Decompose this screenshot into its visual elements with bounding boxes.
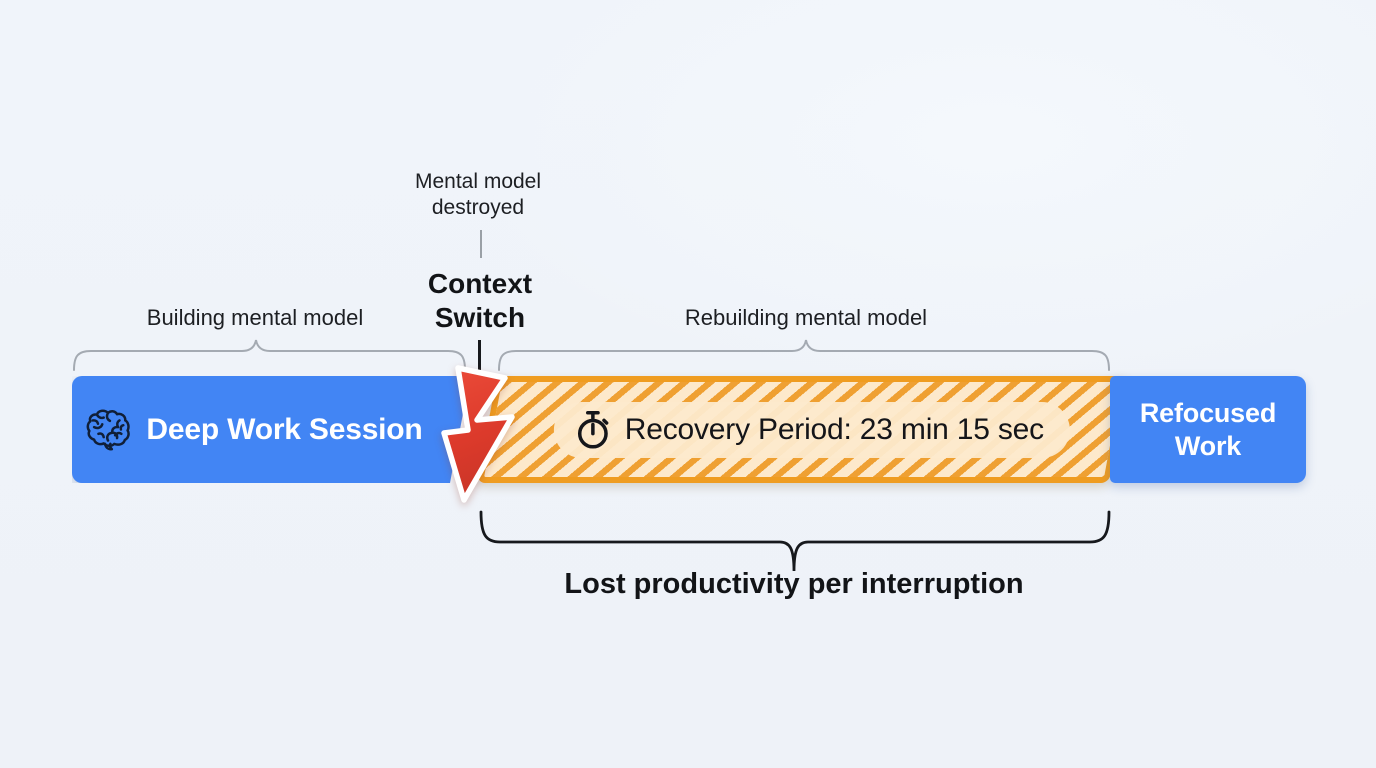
annotation-mental-model-destroyed: Mental model destroyed [414,170,542,219]
bar-refocused-label: Refocused Work [1139,397,1277,461]
stopwatch-icon [577,410,609,449]
bar-deep-work-label: Deep Work Session [146,412,423,446]
connector-line-mental-model [480,230,482,258]
connector-line-context-switch [478,340,481,372]
brain-icon [85,408,131,452]
label-building-mental-model: Building mental model [146,305,364,330]
lightning-bolt-icon [441,365,515,503]
brace-building-mental-model [73,339,466,371]
label-lost-productivity: Lost productivity per interruption [564,568,1024,600]
brace-rebuilding-mental-model [498,339,1110,371]
recovery-pill: Recovery Period: 23 min 15 sec [553,401,1070,458]
recovery-content: Recovery Period: 23 min 15 sec [502,382,1122,477]
bar-deep-work-session: Deep Work Session [72,376,470,483]
brace-lost-productivity [479,510,1111,572]
bar-recovery-label: Recovery Period: 23 min 15 sec [624,412,1044,446]
bar-recovery-period: Recovery Period: 23 min 15 sec [476,376,1130,483]
bar-refocused-work: Refocused Work [1110,376,1306,483]
label-rebuilding-mental-model: Rebuilding mental model [684,305,928,330]
annotation-context-switch: Context Switch [427,268,533,333]
